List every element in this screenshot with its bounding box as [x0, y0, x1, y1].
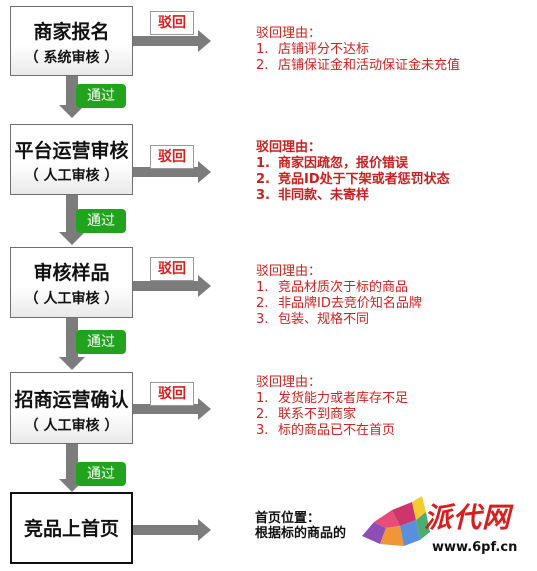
reject-reasons-2: 驳回理由： 1. 商家因疏忽，报价错误 2. 竞品ID处于下架或者惩罚状态 3. 非同… [256, 140, 450, 204]
reasons-heading: 驳回理由： [256, 264, 322, 279]
pass-tag: 通过 [76, 462, 126, 486]
note-heading: 首页位置： [255, 511, 321, 526]
pass-arrow [59, 318, 85, 370]
pass-arrow [59, 76, 85, 118]
stage-platform-review: 平台运营审核 （ 人工审核 ） [10, 124, 133, 195]
reasons-heading: 驳回理由： [256, 140, 322, 155]
stage-investment-confirm: 招商运营确认 （ 人工审核 ） [10, 372, 133, 444]
reject-tag: 驳回 [150, 257, 194, 281]
reason-number: 1. [256, 280, 269, 295]
reason-number: 2. [256, 407, 269, 422]
stage-title: 平台运营审核 [14, 140, 129, 162]
stage-title: 招商运营确认 [14, 389, 129, 411]
reject-tag: 驳回 [150, 11, 194, 35]
reason-item: 2. 非品牌ID去竞价知名品牌 [256, 296, 422, 312]
reason-text: 联系不到商家 [278, 407, 357, 422]
reason-number: 2. [256, 58, 269, 73]
stage-subtitle: （ 人工审核 ） [24, 168, 119, 184]
reject-reasons-1: 驳回理由： 1. 店铺评分不达标 2. 店铺保证金和活动保证金未充值 [256, 26, 460, 74]
stage-homepage-listing: 竞品上首页 [10, 492, 133, 564]
reason-number: 3. [256, 423, 269, 438]
reject-tag: 驳回 [150, 145, 194, 169]
stage-subtitle: （ 人工审核 ） [24, 291, 119, 307]
watermark-name: 派代网 [424, 501, 512, 534]
result-arrow [133, 519, 211, 541]
reject-arrow [133, 398, 211, 420]
reason-number: 1. [256, 156, 270, 171]
reject-reasons-3: 驳回理由： 1. 竞品材质次于标的商品 2. 非品牌ID去竞价知名品牌 3. 包装、规… [256, 264, 422, 328]
stage-subtitle: （ 人工审核 ） [24, 418, 119, 434]
watermark-url: www.6pf.cn [432, 540, 518, 555]
reject-arrow [133, 275, 211, 297]
reason-item: 3. 标的商品已不在首页 [256, 423, 408, 439]
reject-tag: 驳回 [150, 382, 194, 406]
reason-number: 1. [256, 42, 269, 57]
reason-item: 1. 竞品材质次于标的商品 [256, 280, 422, 296]
reason-item: 2. 联系不到商家 [256, 407, 408, 423]
reason-text: 商家因疏忽，报价错误 [278, 156, 409, 171]
reason-item: 1. 商家因疏忽，报价错误 [256, 156, 450, 172]
pass-tag: 通过 [76, 209, 126, 233]
pass-tag: 通过 [76, 330, 126, 354]
reason-item: 1. 发货能力或者库存不足 [256, 391, 408, 407]
stage-merchant-signup: 商家报名 （ 系统审核 ） [10, 6, 133, 76]
stage-title: 竞品上首页 [23, 518, 119, 540]
reasons-heading: 驳回理由： [256, 375, 322, 390]
reason-item: 1. 店铺评分不达标 [256, 42, 460, 58]
pass-tag: 通过 [76, 84, 126, 108]
reasons-heading: 驳回理由： [256, 26, 322, 41]
reason-text: 非品牌ID去竞价知名品牌 [278, 296, 422, 311]
reject-arrow [133, 30, 211, 52]
reason-item: 3. 包装、规格不同 [256, 312, 422, 328]
reason-text: 发货能力或者库存不足 [278, 391, 409, 406]
note-text: 根据标的商品的 [255, 526, 347, 541]
reason-item: 2. 竞品ID处于下架或者惩罚状态 [256, 172, 450, 188]
reason-text: 包装、规格不同 [278, 312, 370, 327]
stage-title: 商家报名 [33, 21, 110, 43]
homepage-position-note: 首页位置： 根据标的商品的 [255, 511, 346, 541]
reason-number: 3. [256, 312, 269, 327]
paidai-logo-icon [362, 496, 430, 546]
reason-number: 2. [256, 296, 269, 311]
reason-text: 店铺保证金和活动保证金未充值 [278, 58, 461, 73]
reason-text: 非同款、未寄样 [278, 188, 370, 203]
reason-text: 竞品ID处于下架或者惩罚状态 [278, 172, 450, 187]
reason-item: 3. 非同款、未寄样 [256, 188, 450, 204]
stage-subtitle: （ 系统审核 ） [24, 50, 119, 66]
reason-number: 1. [256, 391, 269, 406]
reason-text: 标的商品已不在首页 [278, 423, 396, 438]
reject-arrow [133, 161, 211, 183]
stage-sample-review: 审核样品 （ 人工审核 ） [10, 247, 133, 318]
pass-arrow [59, 195, 85, 245]
reject-reasons-4: 驳回理由： 1. 发货能力或者库存不足 2. 联系不到商家 3. 标的商品已不在首页 [256, 375, 408, 439]
reason-number: 2. [256, 172, 270, 187]
reason-text: 竞品材质次于标的商品 [278, 280, 409, 295]
reason-text: 店铺评分不达标 [278, 42, 370, 57]
reason-item: 2. 店铺保证金和活动保证金未充值 [256, 58, 460, 74]
reason-number: 3. [256, 188, 270, 203]
stage-title: 审核样品 [33, 262, 110, 284]
